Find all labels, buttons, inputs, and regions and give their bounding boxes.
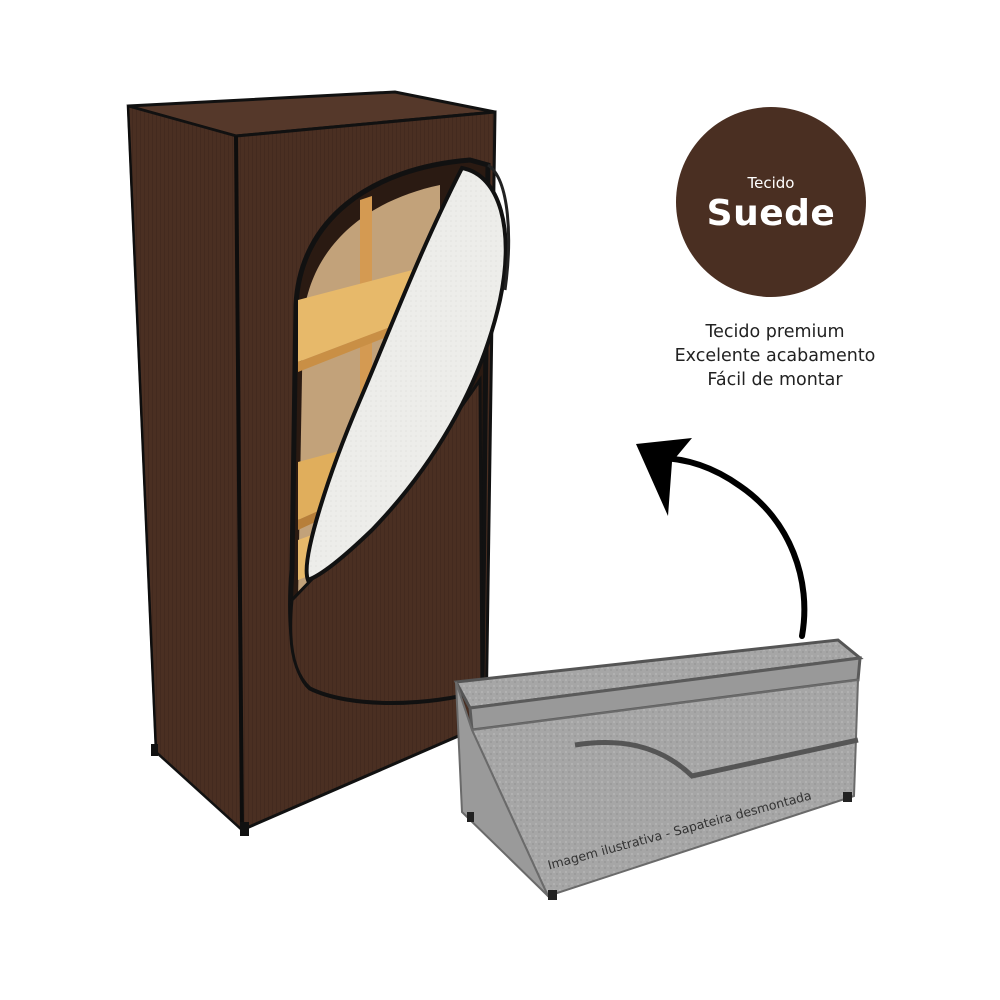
feature-item: Excelente acabamento (674, 346, 876, 366)
feature-item: Tecido premium (705, 322, 845, 342)
door-flap-lining (304, 165, 508, 583)
disassembled-box (453, 638, 864, 900)
curved-arrow-icon (636, 438, 808, 639)
shoe-rack-cabinet (126, 90, 511, 836)
wood-shelf (298, 268, 430, 362)
feature-item: Fácil de montar (707, 370, 843, 390)
feature-list: Tecido premium Excelente acabamento Fáci… (620, 320, 930, 392)
badge-big-text: Suede (706, 193, 836, 234)
badge-small-text: Tecido (747, 174, 795, 192)
fabric-badge: Tecido Suede (676, 107, 866, 297)
